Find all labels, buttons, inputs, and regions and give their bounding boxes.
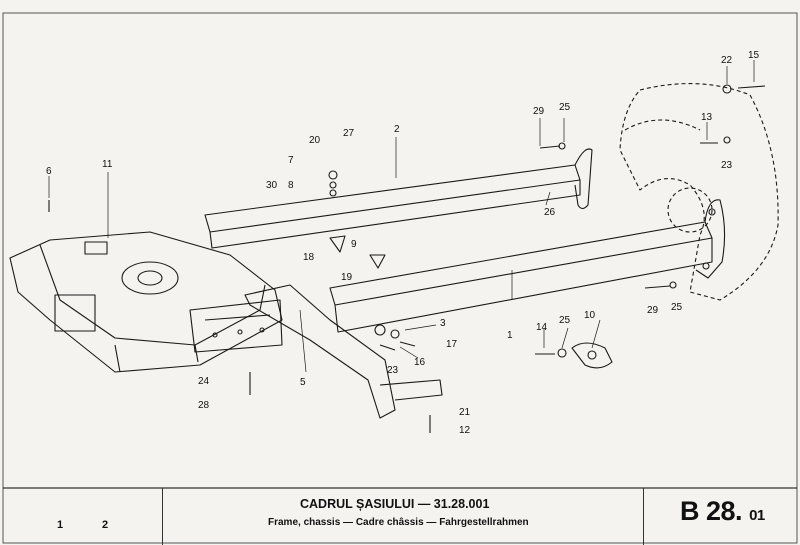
sheet-code: B 28. 01 [680,496,765,527]
part-callout: 13 [701,112,713,123]
part-callout: 25 [671,302,683,313]
part-callout: 1 [507,330,513,341]
part-callout: 24 [198,376,210,387]
fasteners [48,84,766,433]
part-callout: 9 [351,239,357,250]
part-callout: 12 [459,425,471,436]
footer-number: 2 [102,519,109,531]
part-callout: 25 [559,315,571,326]
part-callout: 5 [300,377,306,388]
part-callout: 27 [343,128,355,139]
sheet-code-suffix: 01 [749,507,765,524]
lower-side-rail [329,199,726,333]
part-callout: 18 [303,252,315,263]
sheet-code-main: B 28. [680,496,743,526]
flange-plate [571,342,613,369]
part-callout: 25 [559,102,571,113]
upper-side-rail [204,148,593,249]
part-callout: 8 [288,180,294,191]
footer-number: 1 [57,519,64,531]
part-callout: 14 [536,322,548,333]
part-callout: 29 [647,305,659,316]
footer-divider [643,488,644,545]
part-callout: 7 [288,155,294,166]
part-callout: 19 [341,272,353,283]
page-border [2,12,798,544]
part-callout: 30 [266,180,278,191]
part-callout: 2 [394,124,400,135]
rear-cross-bracket [244,284,443,419]
part-callout: 16 [414,357,426,368]
leader-lines [48,60,755,373]
part-callout: 28 [198,400,210,411]
part-callout: 22 [721,55,733,66]
page-title: CADRUL ȘASIULUI — 31.28.001 [300,497,490,511]
part-callout: 15 [748,50,760,61]
part-callout: 23 [721,160,733,171]
front-axle-support [9,231,283,373]
part-callout: 29 [533,106,545,117]
part-callout: 23 [387,365,399,376]
page-subtitle: Frame, chassis — Cadre châssis — Fahrges… [268,517,529,528]
part-callout: 26 [544,207,556,218]
part-callout: 6 [46,166,52,177]
part-callout: 11 [102,159,113,170]
part-callout: 10 [584,310,596,321]
part-callout: 21 [459,407,471,418]
part-callout: 17 [446,339,458,350]
part-callout: 20 [309,135,321,146]
part-callout: 3 [440,318,446,329]
engine-housing-plate [619,83,779,301]
callout-labels: 6 11 20 27 7 30 8 2 29 25 22 15 13 23 26 9 18 19 3 1 14 25 10 2… [46,50,760,436]
footer-divider [162,488,163,545]
